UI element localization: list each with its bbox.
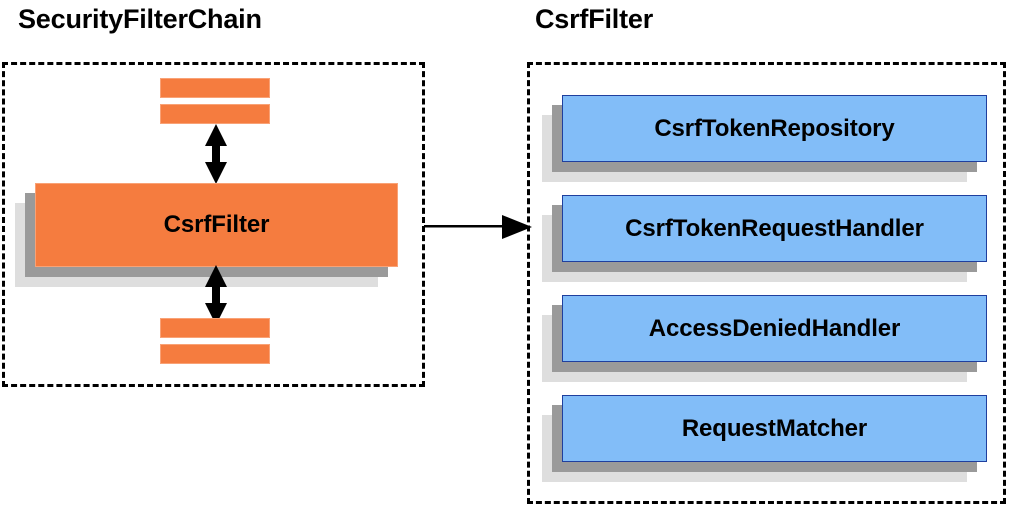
card-csrf-token-request-handler[interactable]: CsrfTokenRequestHandler: [542, 195, 987, 282]
filter-bar-below-1: [160, 318, 270, 338]
card-face: CsrfTokenRepository: [562, 95, 987, 162]
card-label: RequestMatcher: [681, 414, 868, 442]
card-label: CsrfFilter: [163, 211, 270, 238]
card-label: CsrfTokenRepository: [654, 114, 895, 142]
card-csrf-filter[interactable]: CsrfFilter: [15, 183, 398, 287]
panel-security-filter-chain: [2, 62, 425, 387]
csrffilter-to-detail-arrow: [424, 214, 532, 240]
page-title-security-filter-chain: SecurityFilterChain: [18, 4, 262, 34]
card-face: CsrfTokenRequestHandler: [562, 195, 987, 262]
card-label: CsrfTokenRequestHandler: [625, 214, 924, 242]
card-face: RequestMatcher: [562, 395, 987, 462]
filter-bar-above-1: [160, 78, 270, 98]
filter-bar-below-2: [160, 344, 270, 364]
card-face: CsrfFilter: [35, 183, 398, 267]
card-csrf-token-repository[interactable]: CsrfTokenRepository: [542, 95, 987, 182]
bidirectional-arrow-up: [203, 124, 229, 184]
card-access-denied-handler[interactable]: AccessDeniedHandler: [542, 295, 987, 382]
bidirectional-arrow-down: [203, 265, 229, 325]
page-title-csrf-filter: CsrfFilter: [535, 4, 654, 34]
filter-bar-above-2: [160, 104, 270, 124]
card-label: AccessDeniedHandler: [648, 314, 901, 342]
card-request-matcher[interactable]: RequestMatcher: [542, 395, 987, 482]
card-face: AccessDeniedHandler: [562, 295, 987, 362]
panel-csrf-filter: [527, 62, 1006, 504]
